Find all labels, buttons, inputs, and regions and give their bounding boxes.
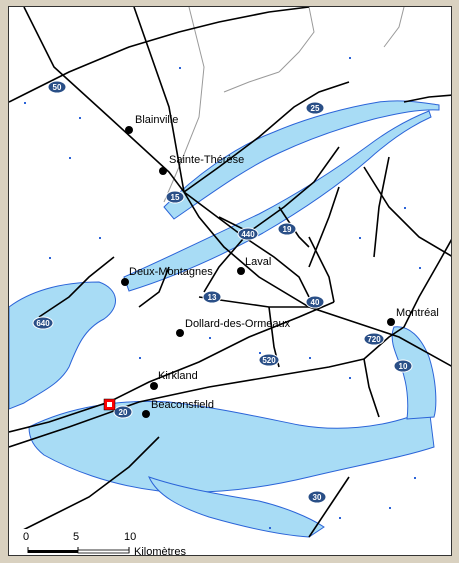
city-blainville[interactable]: Blainville: [125, 114, 178, 134]
highway-shield-25: 25: [305, 101, 325, 115]
st-lawrence: [391, 326, 437, 420]
svg-text:40: 40: [311, 298, 320, 307]
map-canvas[interactable]: 50 25 15 440 19: [8, 6, 452, 556]
city-dollard-des-ormeaux[interactable]: Dollard-des-Ormeaux: [176, 318, 291, 337]
riviere-des-mille-iles: [163, 100, 440, 220]
city-kirkland[interactable]: Kirkland: [150, 370, 198, 390]
city-laval[interactable]: Laval: [237, 256, 271, 275]
svg-text:10: 10: [124, 531, 136, 543]
location-marker-icon[interactable]: [103, 398, 116, 411]
city-sainte-therese[interactable]: Sainte-Thérèse: [159, 154, 244, 175]
small-lakes: [24, 57, 421, 529]
lac-des-deux-montagnes: [9, 281, 116, 410]
svg-text:Sainte-Thérèse: Sainte-Thérèse: [169, 154, 244, 166]
svg-text:Kilomètres: Kilomètres: [134, 546, 186, 556]
svg-text:Blainville: Blainville: [135, 114, 178, 126]
highway-shield-30: 30: [307, 490, 327, 504]
highway-shield-10: 10: [393, 359, 413, 373]
svg-text:50: 50: [53, 83, 62, 92]
lac-saint-louis: [28, 400, 435, 493]
svg-text:5: 5: [73, 531, 79, 543]
highway-shield-13: 13: [202, 290, 222, 304]
svg-text:440: 440: [241, 230, 255, 239]
highway-shield-520: 520: [258, 353, 280, 367]
svg-text:Montréal: Montréal: [396, 307, 439, 319]
highway-shield-50: 50: [47, 80, 67, 94]
roads: [9, 7, 451, 538]
svg-text:Dollard-des-Ormeaux: Dollard-des-Ormeaux: [185, 318, 291, 330]
water-bodies: [9, 100, 440, 538]
svg-text:0: 0: [23, 531, 29, 543]
southern-lake: [148, 476, 325, 538]
svg-text:640: 640: [36, 319, 50, 328]
highway-shield-20: 20: [113, 405, 133, 419]
highway-shield-15: 15: [165, 190, 185, 204]
highway-shields: 50 25 15 440 19: [32, 80, 413, 504]
svg-text:Beaconsfield: Beaconsfield: [151, 399, 214, 411]
svg-text:Deux-Montagnes: Deux-Montagnes: [129, 266, 213, 278]
svg-text:19: 19: [283, 225, 292, 234]
svg-text:720: 720: [367, 335, 381, 344]
svg-text:520: 520: [262, 356, 276, 365]
highway-shield-40: 40: [305, 295, 325, 309]
svg-text:25: 25: [311, 104, 320, 113]
city-montreal[interactable]: Montréal: [387, 307, 439, 326]
scale-bar: 0 5 10 Kilomètres: [9, 529, 219, 556]
svg-text:10: 10: [399, 362, 408, 371]
city-beaconsfield[interactable]: Beaconsfield: [142, 399, 214, 418]
city-deux-montagnes[interactable]: Deux-Montagnes: [121, 266, 213, 286]
svg-text:15: 15: [171, 193, 180, 202]
highway-shield-19: 19: [277, 222, 297, 236]
svg-text:20: 20: [119, 408, 128, 417]
svg-text:Laval: Laval: [245, 256, 271, 268]
cities: Blainville Sainte-Thérèse Laval Deux-Mon…: [121, 114, 439, 418]
svg-text:13: 13: [208, 293, 217, 302]
svg-text:30: 30: [313, 493, 322, 502]
highway-shield-440: 440: [237, 227, 259, 241]
highway-shield-720: 720: [363, 332, 385, 346]
highway-shield-640: 640: [32, 316, 54, 330]
svg-text:Kirkland: Kirkland: [158, 370, 198, 382]
